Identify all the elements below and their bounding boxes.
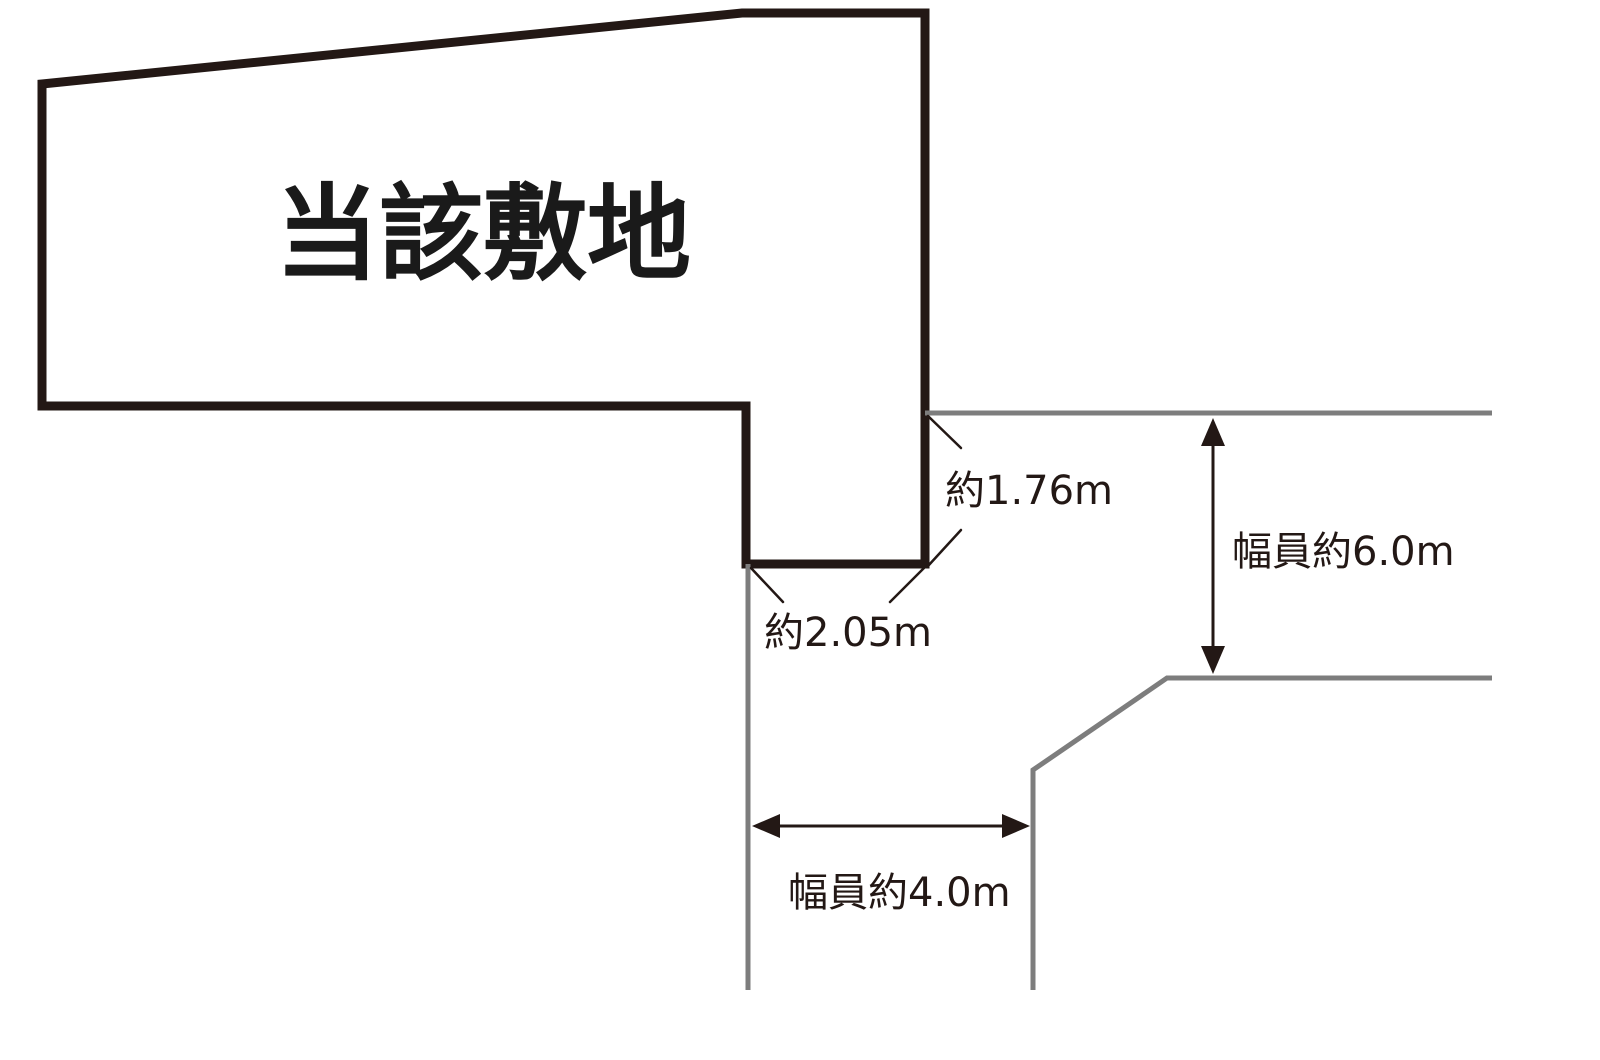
frontage-2-tick-left (749, 566, 785, 604)
main-road-south-edge (1030, 675, 1492, 990)
side-road-width-arrow-right (1002, 814, 1030, 838)
frontage-2-label: 約2.05m (764, 610, 932, 656)
frontage-1-label: 約1.76m (945, 468, 1113, 514)
subject-lot-outline (37, 8, 930, 569)
frontage-2-tick-right (888, 566, 926, 604)
main-road-width-arrow-top (1201, 418, 1225, 446)
frontage-1-tick-upper (926, 414, 963, 450)
frontage-1-tick-lower (926, 528, 963, 568)
main-road-width-arrow-bottom (1201, 646, 1225, 674)
main-road-width-label: 幅員約6.0m (1232, 529, 1455, 575)
side-road-width-arrow-left (752, 814, 780, 838)
subject-lot-title: 当該敷地 (275, 173, 691, 295)
side-road-width-label: 幅員約4.0m (788, 870, 1011, 916)
